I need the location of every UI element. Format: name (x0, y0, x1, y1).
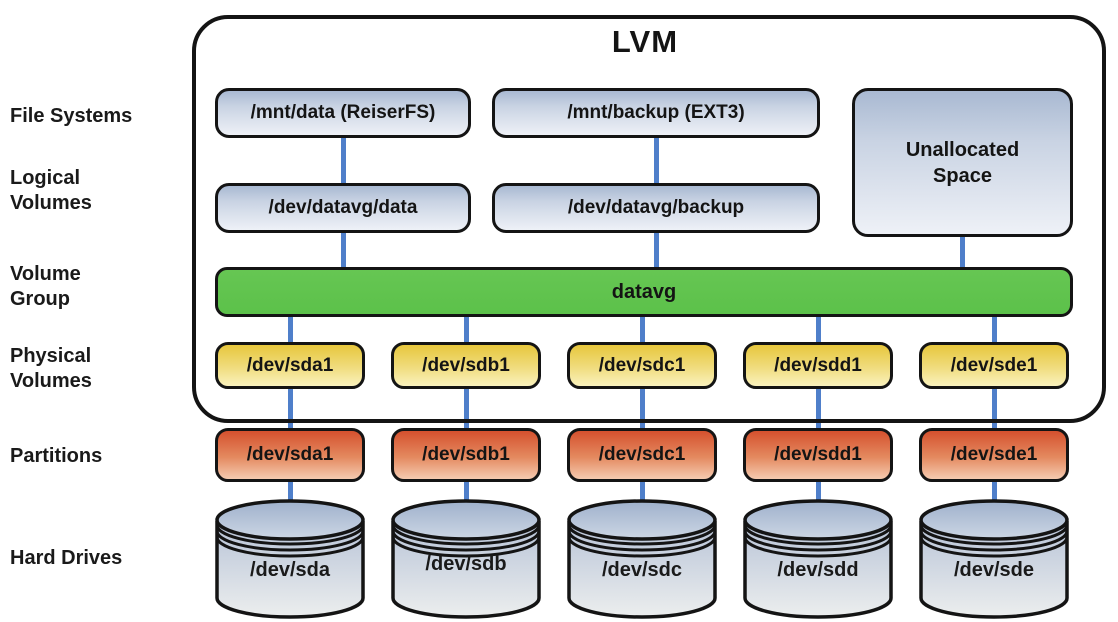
hard-drive-label: /dev/sdb (425, 553, 507, 575)
disk-cylinder-icon (919, 499, 1069, 619)
partition-sda1: /dev/sda1 (215, 428, 365, 482)
row-label-physical-volumes: Physical Volumes (10, 345, 92, 392)
connector-partition-to-drive-sde (992, 480, 997, 508)
connector-partition-to-drive-sda (288, 480, 293, 508)
hard-drive-label: /dev/sde (953, 559, 1035, 581)
connector-lv-backup-to-vg (654, 233, 659, 269)
volume-group-datavg: datavg (215, 267, 1073, 317)
file-system-mnt-backup: /mnt/backup (EXT3) (492, 88, 820, 138)
hard-drive-label: /dev/sdd (777, 559, 859, 581)
logical-volume-data: /dev/datavg/data (215, 183, 471, 233)
connector-lv-data-to-vg (341, 233, 346, 269)
connector-pv-to-partition-sdd1 (816, 387, 821, 430)
physical-volume-sda1: /dev/sda1 (215, 342, 365, 389)
hard-drive-label: /dev/sdc (601, 559, 683, 581)
disk-cylinder-icon (391, 499, 541, 619)
hard-drive-sdd: /dev/sdd (742, 497, 894, 622)
hard-drive-sdb: /dev/sdb (390, 497, 542, 622)
partition-sdd1: /dev/sdd1 (743, 428, 893, 482)
row-label-file-systems: File Systems (10, 105, 133, 127)
connector-fs-backup-to-lv (654, 138, 659, 185)
connector-pv-to-partition-sde1 (992, 387, 997, 430)
physical-volume-sde1: /dev/sde1 (919, 342, 1069, 389)
connector-vg-to-pv-sde1 (992, 315, 997, 344)
connector-vg-to-pv-sdb1 (464, 315, 469, 344)
disk-cylinder-icon (567, 499, 717, 619)
connector-pv-to-partition-sdb1 (464, 387, 469, 430)
diagram-title: LVM (611, 24, 679, 59)
disk-cylinder-icon (743, 499, 893, 619)
connector-partition-to-drive-sdb (464, 480, 469, 508)
partition-sdc1: /dev/sdc1 (567, 428, 717, 482)
hard-drive-sda: /dev/sda (214, 497, 366, 622)
row-label-partitions: Partitions (10, 445, 103, 467)
connector-vg-to-pv-sda1 (288, 315, 293, 344)
connector-partition-to-drive-sdc (640, 480, 645, 508)
row-label-hard-drives: Hard Drives (10, 547, 123, 569)
hard-drive-sde: /dev/sde (918, 497, 1070, 622)
file-system-mnt-data: /mnt/data (ReiserFS) (215, 88, 471, 138)
connector-pv-to-partition-sda1 (288, 387, 293, 430)
disk-cylinder-icon (215, 499, 365, 619)
partition-sdb1: /dev/sdb1 (391, 428, 541, 482)
physical-volume-sdd1: /dev/sdd1 (743, 342, 893, 389)
logical-volume-backup: /dev/datavg/backup (492, 183, 820, 233)
unallocated-space-box: Unallocated Space (852, 88, 1073, 237)
connector-partition-to-drive-sdd (816, 480, 821, 508)
lvm-container-box (192, 15, 1106, 423)
partition-sde1: /dev/sde1 (919, 428, 1069, 482)
connector-unallocated-to-vg (960, 235, 965, 269)
row-label-logical-volumes: Logical Volumes (10, 167, 92, 214)
physical-volume-sdb1: /dev/sdb1 (391, 342, 541, 389)
physical-volume-sdc1: /dev/sdc1 (567, 342, 717, 389)
connector-vg-to-pv-sdd1 (816, 315, 821, 344)
connector-vg-to-pv-sdc1 (640, 315, 645, 344)
connector-fs-data-to-lv (341, 138, 346, 185)
row-label-volume-group: Volume Group (10, 263, 81, 310)
hard-drive-label: /dev/sda (249, 559, 331, 581)
hard-drive-sdc: /dev/sdc (566, 497, 718, 622)
connector-pv-to-partition-sdc1 (640, 387, 645, 430)
